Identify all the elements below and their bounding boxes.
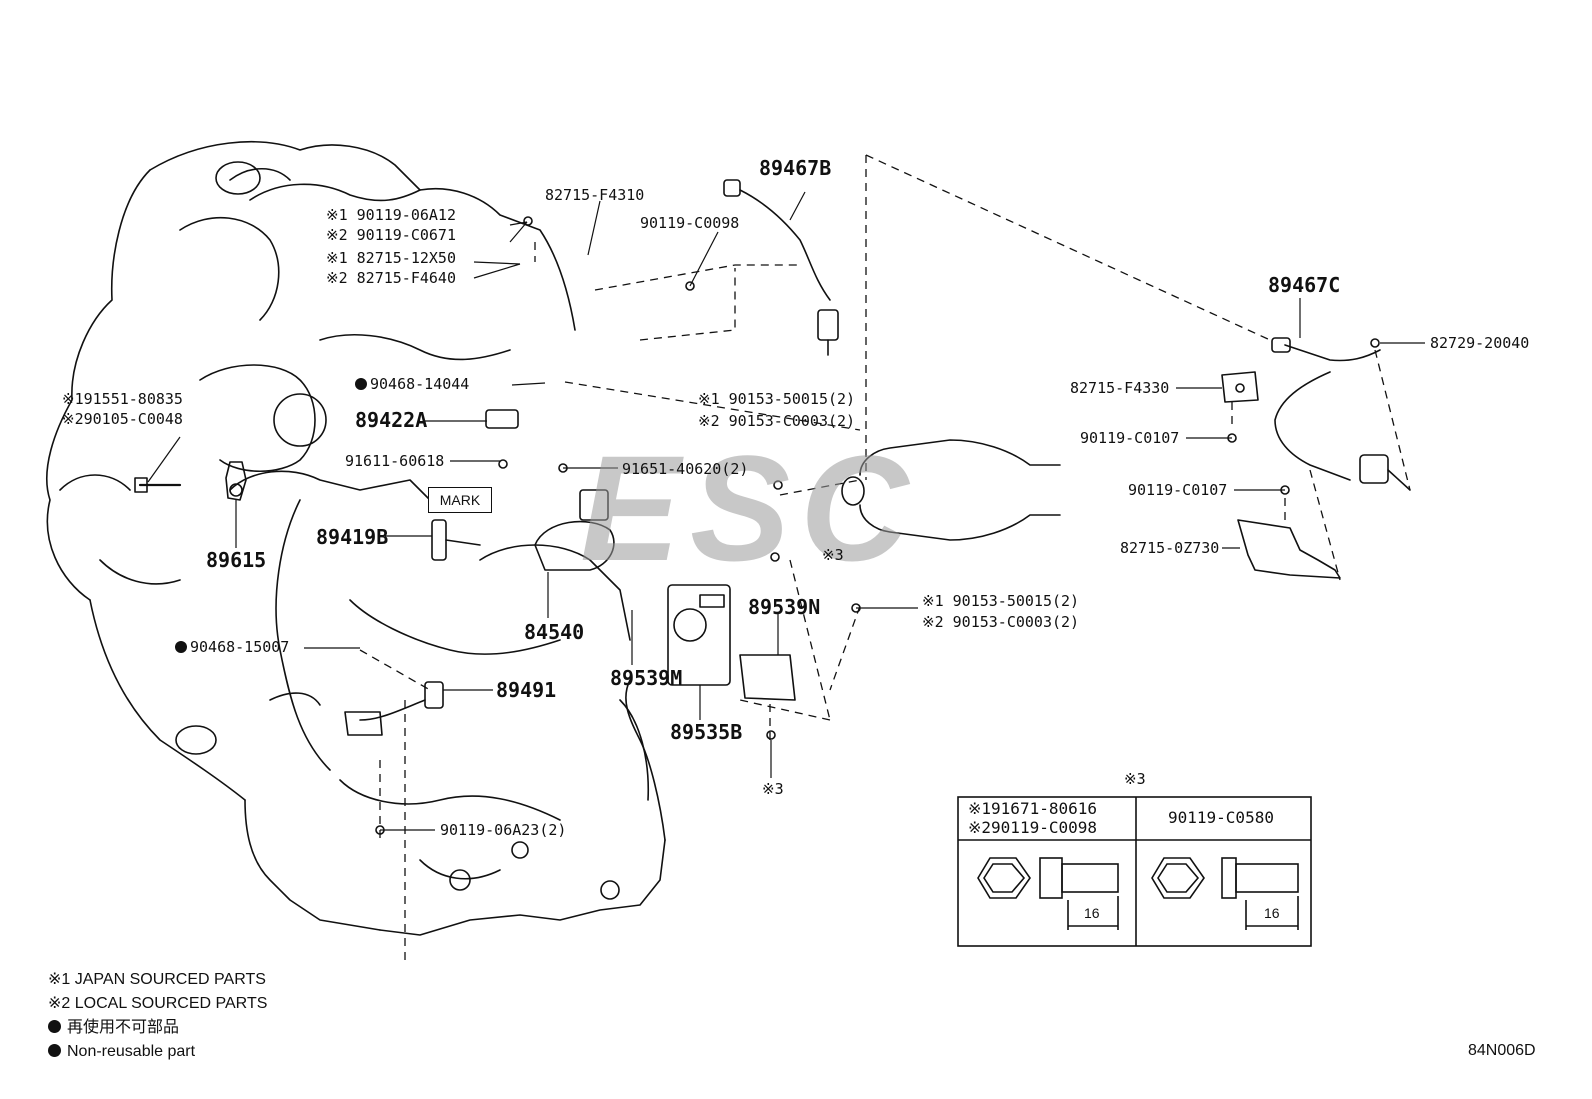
part-label-91551-80835[interactable]: ※191551-80835 (62, 390, 183, 408)
part-label-82729-20040[interactable]: 82729-20040 (1430, 334, 1530, 352)
ref-note-3-lower: ※3 (762, 780, 784, 798)
part-label-90119-C0098[interactable]: 90119-C0098 (640, 214, 740, 232)
ref-note-3-upper: ※3 (822, 546, 844, 564)
part-label-82715-F4310[interactable]: 82715-F4310 (545, 186, 645, 204)
part-label-89615[interactable]: 89615 (206, 548, 267, 572)
part-label-84540[interactable]: 84540 (524, 620, 585, 644)
ecu-89535B (667, 584, 731, 686)
part-label-91611-60618[interactable]: 91611-60618 (345, 452, 445, 470)
part-label-90153-50015-upper[interactable]: ※1 90153-50015(2) (698, 390, 856, 408)
non-reusable-dot-icon (48, 1020, 61, 1033)
bracket-82715-0Z730 (1237, 519, 1341, 579)
part-label-82715-F4640[interactable]: ※2 82715-F4640 (326, 269, 456, 287)
part-label-89422A[interactable]: 89422A (355, 408, 428, 432)
part-label-89539M[interactable]: 89539M (610, 666, 683, 690)
sensor-89491 (344, 681, 444, 736)
part-label-82715-12X50[interactable]: ※1 82715-12X50 (326, 249, 456, 267)
part-number-text: 90468-14044 (370, 375, 470, 393)
speed-sensor-89419B (431, 519, 481, 561)
oxygen-sensor-89467B (723, 179, 839, 356)
part-label-82715-F4330[interactable]: 82715-F4330 (1070, 379, 1170, 397)
part-label-90119-C0107-lower[interactable]: 90119-C0107 (1128, 481, 1228, 499)
neutral-switch-84540 (534, 489, 615, 571)
legend-non-reusable-jp: 再使用不可部品 (48, 1016, 267, 1040)
sensor-89615 (225, 461, 247, 501)
non-reusable-dot-icon (355, 378, 367, 390)
bolt-table-left-dimension: 16 (1084, 905, 1100, 921)
legend-japan-sourced: ※1 JAPAN SOURCED PARTS (48, 971, 266, 988)
mark-label: MARK (428, 487, 492, 513)
transaxle-housing-outline (46, 141, 666, 936)
part-label-89419B[interactable]: 89419B (316, 525, 389, 549)
part-label-90119-06A12[interactable]: ※1 90119-06A12 (326, 206, 456, 224)
bracket-89539N (739, 654, 796, 701)
bolt-table (957, 796, 1312, 947)
legend-text: 再使用不可部品 (67, 1019, 180, 1036)
part-label-90153-C0003-lower[interactable]: ※2 90153-C0003(2) (922, 613, 1080, 631)
part-label-90119-C0107-upper[interactable]: 90119-C0107 (1080, 429, 1180, 447)
part-label-91651-40620[interactable]: 91651-40620(2) (622, 460, 749, 478)
part-label-89535B[interactable]: 89535B (670, 720, 743, 744)
part-label-82715-0Z730[interactable]: 82715-0Z730 (1120, 539, 1220, 557)
legend-text: Non-reusable part (67, 1043, 196, 1060)
part-label-90468-14044[interactable]: 90468-14044 (355, 377, 469, 392)
oxygen-sensor-89467C (1271, 337, 1411, 491)
legend: ※1 JAPAN SOURCED PARTS ※2 LOCAL SOURCED … (48, 968, 267, 1064)
exhaust-pipe-outline (841, 439, 1061, 541)
part-label-89467B[interactable]: 89467B (759, 156, 832, 180)
legend-local-sourced: ※2 LOCAL SOURCED PARTS (48, 995, 268, 1012)
non-reusable-dot-icon (48, 1044, 61, 1057)
part-label-89467C[interactable]: 89467C (1268, 273, 1341, 297)
part-label-89491[interactable]: 89491 (496, 678, 557, 702)
part-label-90119-06A23[interactable]: 90119-06A23(2) (440, 821, 567, 839)
non-reusable-dot-icon (175, 641, 187, 653)
part-label-90153-50015-lower[interactable]: ※1 90153-50015(2) (922, 592, 1080, 610)
diagram-id: 84N006D (1468, 1042, 1536, 1059)
bolt-table-left-header-1[interactable]: ※191671-80616 (968, 799, 1097, 818)
part-number-text: 90468-15007 (190, 638, 290, 656)
bolt-table-right-header[interactable]: 90119-C0580 (1168, 808, 1274, 827)
watermark-logo: ESC (580, 424, 918, 592)
temp-sensor-89422A (485, 409, 519, 429)
part-label-90105-C0048[interactable]: ※290105-C0048 (62, 410, 183, 428)
bracket-82715-F4330 (1221, 371, 1259, 403)
part-label-90468-15007[interactable]: 90468-15007 (175, 640, 289, 655)
part-label-89539N[interactable]: 89539N (748, 595, 821, 619)
part-label-90119-C0671[interactable]: ※2 90119-C0671 (326, 226, 456, 244)
part-label-90153-C0003-upper[interactable]: ※2 90153-C0003(2) (698, 412, 856, 430)
bolt-table-right-dimension: 16 (1264, 905, 1280, 921)
legend-non-reusable-en: Non-reusable part (48, 1040, 267, 1064)
bolt-table-caption: ※3 (1124, 770, 1146, 788)
bolt-table-left-header-2[interactable]: ※290119-C0098 (968, 818, 1097, 837)
